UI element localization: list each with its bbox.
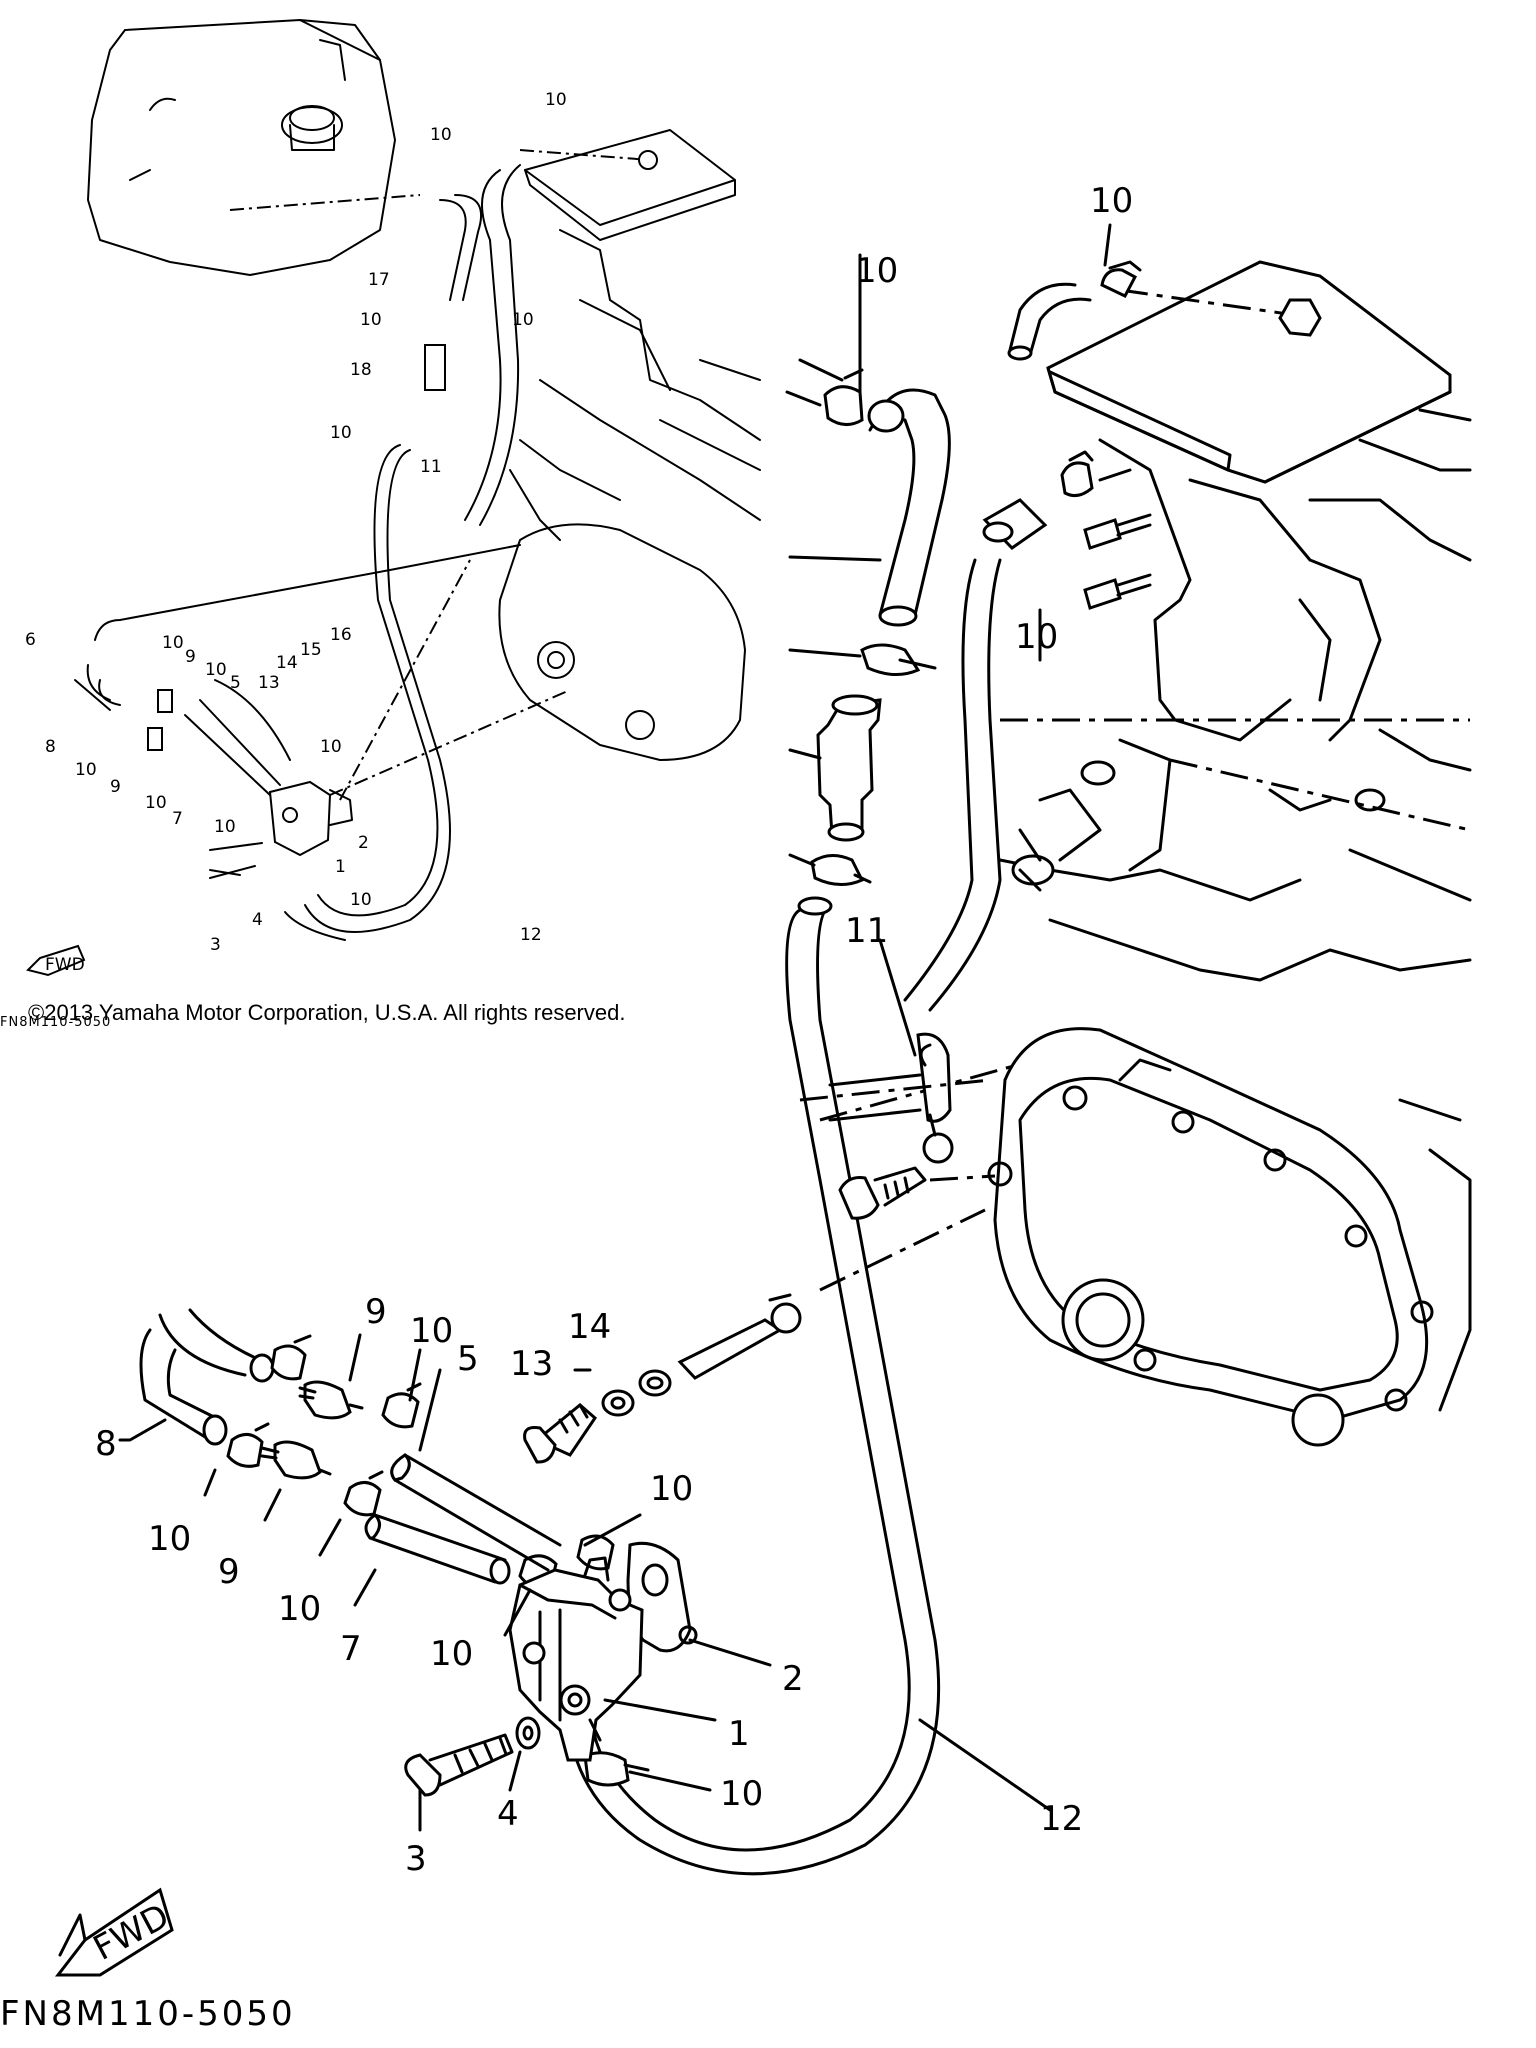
callout-10-pump-bottom: 10 xyxy=(720,1774,763,1814)
small-callout-10h: 10 xyxy=(75,760,97,780)
small-gear-cover xyxy=(498,523,746,761)
callout-10-top-right: 10 xyxy=(1090,181,1133,221)
washer-4 xyxy=(515,1716,541,1750)
fitting-16 xyxy=(677,1318,783,1380)
hose-8 xyxy=(139,1328,212,1442)
clamp-top xyxy=(1100,268,1138,298)
callout-5: 5 xyxy=(457,1339,479,1379)
clamp-mid xyxy=(860,643,921,676)
callout-10-pump-left: 10 xyxy=(430,1634,473,1674)
small-callout-3: 3 xyxy=(210,935,221,955)
small-callout-8: 8 xyxy=(45,737,56,757)
fwd-label: FWD xyxy=(87,1896,176,1969)
callout-9-upper: 9 xyxy=(365,1292,387,1332)
small-callout-11: 11 xyxy=(420,457,442,477)
bolt-right-a xyxy=(1083,518,1122,550)
diagram-code-small: FN8M110-5050 xyxy=(0,1015,112,1030)
fwd-arrow xyxy=(54,1887,174,1977)
bolt-right-b xyxy=(1083,578,1122,610)
small-fwd-arrow xyxy=(26,944,86,977)
mounting-bolt xyxy=(838,1176,880,1220)
callout-12: 12 xyxy=(1040,1799,1083,1839)
clamp-lower-mid xyxy=(810,854,865,886)
small-callout-14: 14 xyxy=(276,653,298,673)
clamp-right xyxy=(1060,461,1094,498)
hose-7 xyxy=(368,1513,507,1584)
hose-top xyxy=(1008,282,1077,352)
callout-1: 1 xyxy=(728,1714,750,1754)
small-callout-10g: 10 xyxy=(205,660,227,680)
hose-joint xyxy=(816,698,882,837)
callout-8: 8 xyxy=(95,1424,117,1464)
callout-13: 13 xyxy=(510,1344,553,1384)
callout-7: 7 xyxy=(340,1629,362,1669)
vent-hose xyxy=(928,558,1002,1012)
small-fwd-label: FWD xyxy=(45,955,85,975)
small-callout-17: 17 xyxy=(368,270,390,290)
clamp-g xyxy=(583,1751,630,1787)
callout-10-left: 10 xyxy=(148,1519,191,1559)
small-callout-9a: 9 xyxy=(185,647,196,667)
small-callout-16: 16 xyxy=(330,625,352,645)
hose-clip-11 xyxy=(916,1032,952,1123)
small-callout-7: 7 xyxy=(172,809,183,829)
callout-10-upper: 10 xyxy=(410,1311,453,1351)
small-callout-10k: 10 xyxy=(214,817,236,837)
engine-block xyxy=(1098,438,1292,742)
small-callout-12: 12 xyxy=(520,925,542,945)
cover-plate xyxy=(1046,260,1452,484)
small-callout-10d: 10 xyxy=(512,310,534,330)
clamp-elbow xyxy=(823,385,864,426)
small-callout-6: 6 xyxy=(25,630,36,650)
small-callout-10e: 10 xyxy=(330,423,352,443)
callout-14: 14 xyxy=(568,1307,611,1347)
small-callout-15: 15 xyxy=(300,640,322,660)
small-callout-4: 4 xyxy=(252,910,263,930)
hose-5 xyxy=(393,1453,562,1572)
small-callout-10c: 10 xyxy=(360,310,382,330)
fuel-pump-1 xyxy=(508,1568,644,1762)
small-callout-10i: 10 xyxy=(145,793,167,813)
callout-2: 2 xyxy=(782,1659,804,1699)
callout-11: 11 xyxy=(845,911,888,951)
small-callout-10l: 10 xyxy=(350,890,372,910)
diagram-code: FN8M110-5050 xyxy=(0,1994,296,2034)
small-callout-2: 2 xyxy=(358,833,369,853)
clamp-b xyxy=(226,1433,264,1468)
fuel-hose-12 xyxy=(588,908,911,1852)
small-callout-10j: 10 xyxy=(320,737,342,757)
callout-9-lower: 9 xyxy=(218,1552,240,1592)
callout-10-mid: 10 xyxy=(278,1589,321,1629)
callout-3: 3 xyxy=(405,1839,427,1879)
small-callout-10b: 10 xyxy=(545,90,567,110)
callout-10-pump-top: 10 xyxy=(650,1469,693,1509)
hose-elbow xyxy=(878,388,951,617)
small-callout-10a: 10 xyxy=(430,125,452,145)
callout-10-right-mid: 10 xyxy=(1015,617,1058,657)
small-callout-9b: 9 xyxy=(110,777,121,797)
small-hose-17 xyxy=(439,199,467,301)
gear-cover xyxy=(993,1027,1429,1422)
clamp-c xyxy=(381,1392,420,1429)
clamp-a xyxy=(270,1344,307,1381)
small-callout-13: 13 xyxy=(258,673,280,693)
bolt-3 xyxy=(404,1753,442,1797)
callout-4: 4 xyxy=(497,1794,519,1834)
washer-15 xyxy=(638,1369,672,1397)
small-callout-1: 1 xyxy=(335,857,346,877)
callout-10-elbow: 10 xyxy=(855,251,898,291)
hose-6 xyxy=(188,1308,262,1362)
small-callout-18: 18 xyxy=(350,360,372,380)
small-callout-10f: 10 xyxy=(162,633,184,653)
washer-14 xyxy=(601,1389,635,1417)
small-callout-5: 5 xyxy=(230,673,241,693)
check-valve-upper xyxy=(303,1380,352,1420)
small-fuel-pump xyxy=(268,780,332,857)
copyright-notice: ©2013 Yamaha Motor Corporation, U.S.A. A… xyxy=(28,1000,626,1025)
clamp-d xyxy=(343,1481,382,1517)
check-valve-lower xyxy=(273,1440,322,1480)
